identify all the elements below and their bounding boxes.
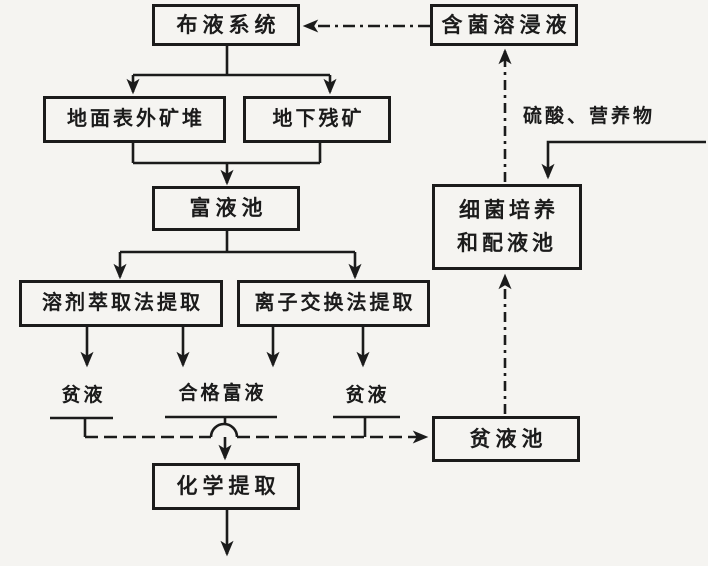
box-bacteria-culture-pond: 细菌培养 和配液池 bbox=[432, 184, 582, 270]
box-rich-solution-pond: 富液池 bbox=[152, 186, 300, 231]
box-chemical-extraction: 化学提取 bbox=[152, 463, 300, 510]
box-surface-offgrade-ore-heap: 地面表外矿堆 bbox=[43, 96, 226, 143]
box-ion-exchange-extraction: 离子交换法提取 bbox=[237, 280, 430, 327]
arrow-acid-to-culture bbox=[541, 140, 706, 180]
label-lean-solution-left: 贫液 bbox=[61, 384, 106, 406]
label-sulfuric-acid-nutrients: 硫酸、营养物 bbox=[523, 105, 656, 127]
box-lean-solution-pond: 贫液池 bbox=[432, 416, 580, 462]
box-bacteria-leach-solution: 含菌溶浸液 bbox=[430, 4, 578, 46]
label-qualified-rich-solution: 合格富液 bbox=[178, 382, 267, 404]
box-underground-residual-ore: 地下残矿 bbox=[243, 96, 391, 143]
box-liquid-distribution-system: 布液系统 bbox=[152, 4, 300, 46]
box-solvent-extraction: 溶剂萃取法提取 bbox=[19, 280, 223, 327]
label-lean-solution-right: 贫液 bbox=[345, 384, 390, 406]
line-hop-arc bbox=[209, 422, 239, 438]
